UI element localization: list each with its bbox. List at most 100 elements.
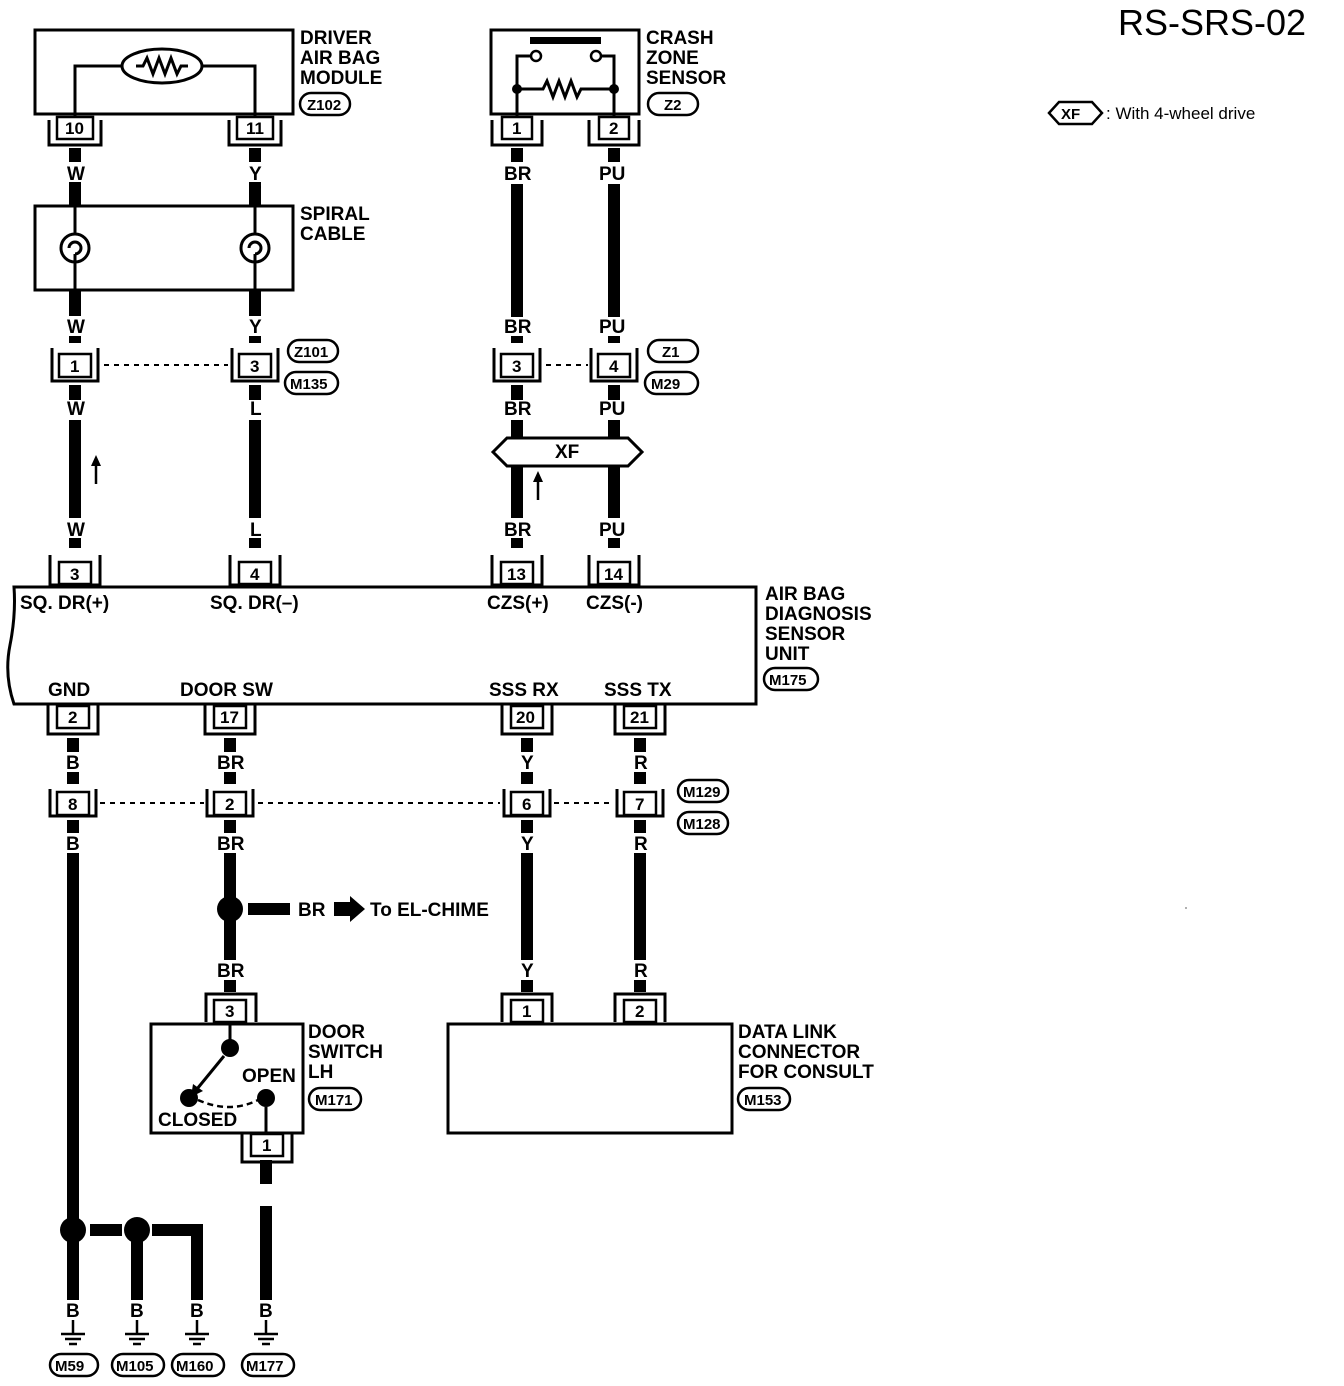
diag-pin-label: CZS(+) <box>487 593 549 614</box>
dlc-name-2: CONNECTOR <box>738 1042 860 1063</box>
legend-xf: XF : With 4-wheel drive <box>1047 100 1255 126</box>
ground-m160: M160 <box>170 1320 226 1378</box>
wire-color: PU <box>599 164 625 185</box>
pin-box: 13 <box>490 555 544 587</box>
pin-box: 20 <box>500 704 554 736</box>
xf-harness-block: XF <box>490 436 645 468</box>
wire-color: B <box>190 1301 204 1322</box>
wire-color: BR <box>217 961 245 982</box>
pin-label: 3 <box>512 357 521 376</box>
wire-color: BR <box>217 834 245 855</box>
pin-label: 2 <box>635 1002 644 1021</box>
code-m135: M135 <box>290 376 328 393</box>
ground-m105: M105 <box>110 1320 166 1378</box>
driver-airbag-module: DRIVER AIR BAG MODULE Z102 <box>33 28 382 118</box>
pin-box: 4 <box>589 348 639 383</box>
code-z1: Z1 <box>662 344 680 361</box>
wire-color: W <box>67 317 85 338</box>
pin-label: 11 <box>246 119 264 138</box>
airbag-code: Z102 <box>307 97 341 114</box>
pin-label: 8 <box>68 795 77 814</box>
wire-color: BR <box>504 399 532 420</box>
wire-color: BR <box>504 520 532 541</box>
pin-box: 1 <box>240 1132 294 1164</box>
diag-pin-label: GND <box>48 680 90 701</box>
connector-pins: 10 11 1 2 1 3 <box>46 115 730 1164</box>
pin-box: 2 <box>587 115 641 147</box>
sensor-resistor-icon <box>517 76 614 102</box>
wire-color: PU <box>599 399 625 420</box>
up-arrow-icon <box>91 455 101 484</box>
pin-box: 3 <box>204 992 258 1024</box>
crash-name-2: ZONE <box>646 48 699 69</box>
wire-color: L <box>250 399 262 420</box>
conn-z1-codes: Z1 M29 <box>643 338 700 396</box>
wire-color: W <box>67 164 85 185</box>
diag-name-4: UNIT <box>765 644 810 665</box>
legend-xf-text: : With 4-wheel drive <box>1106 104 1255 123</box>
ground-icon <box>125 1320 149 1346</box>
resistor-icon <box>136 53 188 79</box>
pin-box: 1 <box>490 115 544 147</box>
wire-color: B <box>66 753 80 774</box>
wire-color: R <box>634 961 648 982</box>
pin-label: 1 <box>262 1136 271 1155</box>
ground-icon <box>254 1320 278 1346</box>
diag-pin-label: SQ. DR(–) <box>210 593 299 614</box>
data-link-connector: DATA LINK CONNECTOR FOR CONSULT M153 <box>446 1022 874 1135</box>
pin-box: 10 <box>47 115 103 147</box>
ground-code: M105 <box>116 1358 154 1375</box>
code-m129: M129 <box>683 784 721 801</box>
dlc-name-3: FOR CONSULT <box>738 1062 874 1083</box>
pin-box: 3 <box>492 348 542 383</box>
wire-color-labels: W W W W Y Y L L BR BR BR BR PU PU PU PU … <box>66 164 648 1322</box>
pin-label: 21 <box>630 708 649 727</box>
switch-open: OPEN <box>242 1066 296 1087</box>
el-chime-splice: BR To EL-CHIME <box>217 896 489 922</box>
ground-code: M160 <box>176 1358 214 1375</box>
dlc-name-1: DATA LINK <box>738 1022 837 1043</box>
wire-color: BR <box>504 164 532 185</box>
door-name-3: LH <box>308 1062 333 1083</box>
diag-pin-label: SQ. DR(+) <box>20 593 109 614</box>
wire-color: BR <box>504 317 532 338</box>
spiral-name-2: CABLE <box>300 224 365 245</box>
dlc-code: M153 <box>744 1092 782 1109</box>
pin-box: 8 <box>48 789 98 818</box>
pin-box: 1 <box>500 992 554 1024</box>
diag-name-1: AIR BAG <box>765 584 845 605</box>
wire-color: W <box>67 520 85 541</box>
ground-m59: M59 <box>48 1320 100 1378</box>
splice-dot-icon <box>217 896 243 922</box>
xf-label: XF <box>555 442 579 463</box>
diag-name-2: DIAGNOSIS <box>765 604 872 625</box>
pin-box: 3 <box>48 555 102 587</box>
wire-color: B <box>66 1301 80 1322</box>
pin-label: 1 <box>70 357 79 376</box>
door-switch-lh: OPEN CLOSED DOOR SWITCH LH M171 <box>149 1022 383 1135</box>
switch-closed: CLOSED <box>158 1110 237 1131</box>
airbag-name-3: MODULE <box>300 68 382 89</box>
wire-color: L <box>250 520 262 541</box>
pin-label: 2 <box>68 708 77 727</box>
ground-icon <box>61 1320 85 1346</box>
wire-color: Y <box>521 753 534 774</box>
pin-box: 14 <box>587 555 641 587</box>
el-chime-wire: BR <box>298 900 326 921</box>
pin-box: 2 <box>205 789 255 818</box>
diag-pin-label: SSS RX <box>489 680 559 701</box>
wires <box>67 148 646 1300</box>
pin-label: 2 <box>609 119 618 138</box>
wire-color: B <box>259 1301 273 1322</box>
wire-color: BR <box>217 753 245 774</box>
spiral-name-1: SPIRAL <box>300 204 370 225</box>
spiral-coil-icon <box>239 206 271 290</box>
diag-name-3: SENSOR <box>765 624 846 645</box>
crash-name-3: SENSOR <box>646 68 727 89</box>
wire-color: R <box>634 834 648 855</box>
pin-label: 3 <box>250 357 259 376</box>
pin-label: 14 <box>604 565 623 584</box>
pin-label: 6 <box>522 795 531 814</box>
pin-box: 17 <box>203 704 257 736</box>
